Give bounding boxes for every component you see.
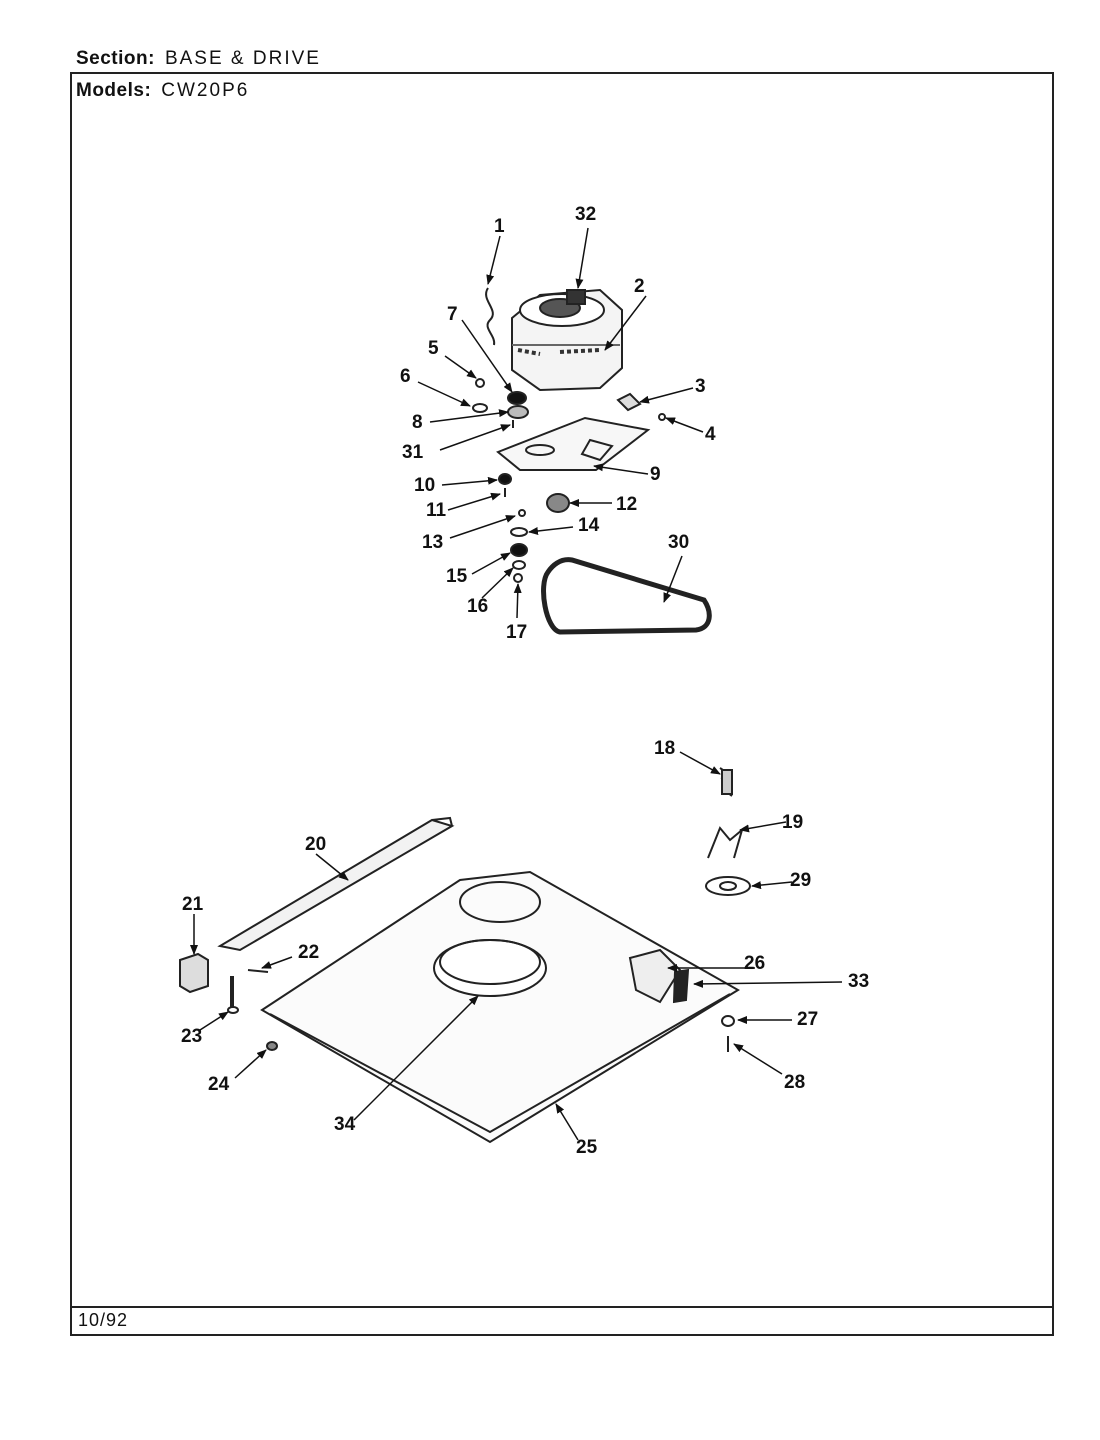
- footer-divider: [70, 1306, 1054, 1308]
- clip-19: [707, 826, 744, 859]
- callout-21: 21: [182, 894, 204, 915]
- nut-24: [266, 1041, 278, 1051]
- callout-3: 3: [695, 376, 706, 397]
- part-10: [498, 473, 512, 485]
- callout-29: 29: [790, 870, 811, 891]
- callout-30: 30: [668, 532, 689, 553]
- washer-6: [472, 403, 488, 413]
- grommet-27: [721, 1015, 735, 1027]
- callout-5: 5: [428, 338, 439, 359]
- screw-4: [658, 413, 666, 421]
- callout-26: 26: [744, 953, 765, 974]
- models-label: Models:: [76, 80, 152, 101]
- switch-3: [616, 392, 642, 412]
- callout-8: 8: [412, 412, 423, 433]
- callout-10: 10: [414, 475, 435, 496]
- part-13: [518, 509, 526, 517]
- callout-31: 31: [402, 442, 424, 463]
- pulley-7: [507, 391, 527, 405]
- callout-4: 4: [705, 424, 716, 445]
- washer-29: [705, 876, 751, 896]
- wire-harness: [485, 287, 496, 346]
- callout-12: 12: [616, 494, 637, 515]
- part-33: [672, 968, 690, 1004]
- bracket-26: [628, 948, 682, 1004]
- callout-19: 19: [782, 812, 803, 833]
- callout-25: 25: [576, 1137, 598, 1158]
- callout-1: 1: [494, 216, 505, 237]
- callout-2: 2: [634, 276, 645, 297]
- bushing-8: [507, 405, 529, 419]
- base-plate-25: [260, 870, 740, 1144]
- callout-9: 9: [650, 464, 661, 485]
- callout-15: 15: [446, 566, 468, 587]
- callout-20: 20: [305, 834, 326, 855]
- callout-17: 17: [506, 622, 527, 643]
- callout-34: 34: [334, 1114, 356, 1135]
- callout-27: 27: [797, 1009, 818, 1030]
- section-line: Section: BASE & DRIVE: [76, 48, 321, 70]
- section-value: BASE & DRIVE: [164, 48, 321, 69]
- part-15: [510, 543, 528, 557]
- callout-23: 23: [181, 1026, 202, 1047]
- pulley-12: [546, 493, 570, 513]
- callout-14: 14: [578, 515, 600, 536]
- callout-18: 18: [654, 738, 675, 759]
- callout-27-33: 33: [848, 971, 869, 992]
- models-value: CW20P6: [161, 80, 250, 101]
- callout-6: 6: [400, 366, 411, 387]
- screw-5: [475, 378, 485, 388]
- callout-11: 11: [426, 500, 447, 521]
- section-label: Section:: [76, 48, 155, 69]
- nut-17: [513, 573, 523, 583]
- callout-16: 16: [467, 596, 488, 617]
- motor-illustration: [511, 288, 623, 392]
- models-line: Models: CW20P6: [76, 80, 249, 102]
- callout-28: 28: [784, 1072, 805, 1093]
- washer-14: [510, 527, 528, 537]
- callout-32: 32: [575, 204, 596, 225]
- pin-22: [247, 969, 269, 973]
- callout-13: 13: [422, 532, 443, 553]
- mounting-plate-9: [496, 416, 651, 471]
- footer-date: 10/92: [78, 1310, 129, 1330]
- belt-30: [541, 557, 712, 635]
- callout-22: 22: [298, 942, 319, 963]
- diagram-frame: [70, 72, 1054, 1336]
- foot-21: [179, 952, 209, 994]
- callout-24: 24: [208, 1074, 230, 1095]
- callout-7: 7: [447, 304, 458, 325]
- washer-16: [512, 560, 526, 570]
